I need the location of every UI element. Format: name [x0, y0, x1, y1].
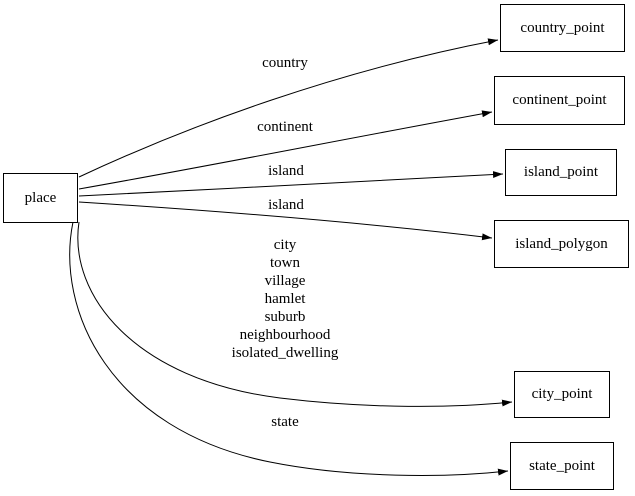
node-island-polygon: island_polygon — [494, 220, 629, 268]
edge-label-hamlet: hamlet — [264, 291, 306, 307]
edge-place-country-point — [78, 38, 499, 178]
edge-label-city-group: city town village hamlet suburb neighbou… — [232, 236, 339, 362]
edge-label-continent: continent — [257, 119, 313, 135]
edge-place-island-point — [78, 171, 504, 197]
edge-label-suburb: suburb — [264, 309, 306, 325]
node-island-point: island_point — [505, 149, 617, 196]
edge-label-country: country — [262, 55, 308, 71]
node-continent-point: continent_point — [494, 76, 625, 125]
node-state-point: state_point — [510, 442, 614, 490]
edge-label-isolated-dwelling: isolated_dwelling — [231, 345, 339, 361]
edge-label-state: state — [271, 414, 299, 430]
edge-place-city-point — [77, 221, 513, 407]
edge-label-island-polygon: island — [268, 197, 304, 213]
node-country-point: country_point — [500, 4, 625, 52]
edge-label-city: city — [273, 237, 297, 253]
edge-label-town: town — [270, 255, 300, 271]
edge-label-island-point: island — [268, 163, 304, 179]
edge-place-continent-point — [78, 110, 493, 190]
node-city-point: city_point — [514, 371, 610, 418]
edge-label-village: village — [264, 273, 306, 289]
node-place: place — [3, 173, 78, 223]
edge-label-neighbourhood: neighbourhood — [239, 327, 331, 343]
edge-place-state-point — [69, 221, 509, 476]
edge-place-island-polygon — [78, 201, 493, 241]
